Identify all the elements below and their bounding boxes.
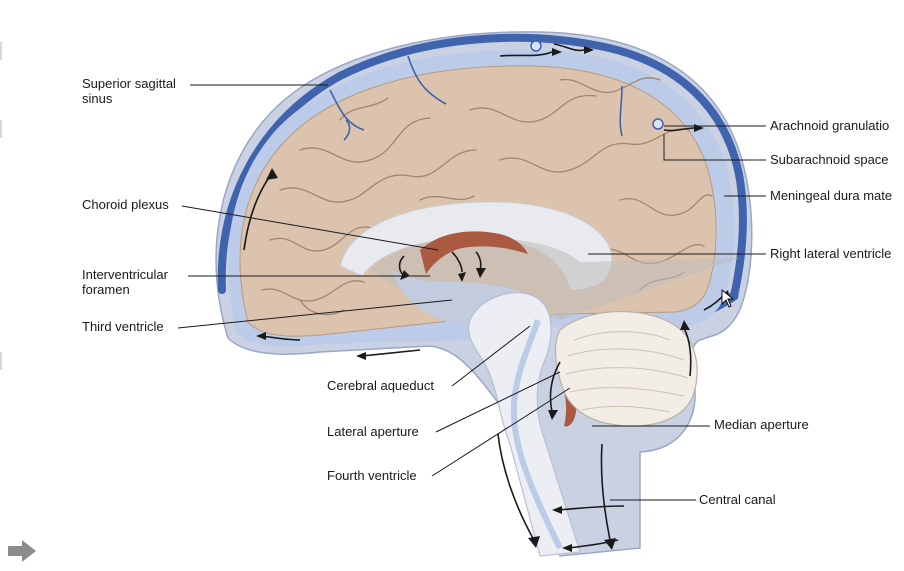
label-right-lateral-ventricle: Right lateral ventricle	[770, 246, 891, 261]
leader-choroid-plexus	[181, 205, 439, 251]
label-meningeal-dura-mater: Meningeal dura mate	[770, 188, 892, 203]
central-canal-channel	[510, 319, 563, 550]
mouse-pointer-icon	[721, 288, 735, 308]
label-superior-sagittal-sinus: Superior sagittal sinus	[82, 76, 180, 106]
label-interventricular-foramen: Interventricular foramen	[82, 267, 172, 297]
label-median-aperture: Median aperture	[714, 417, 809, 432]
arrow-right-icon	[8, 540, 36, 562]
label-superior-sagittal-sinus-line1: Superior sagittal	[82, 76, 176, 91]
choroid-plexus	[420, 231, 528, 274]
brainstem	[468, 292, 581, 557]
cerebellum	[554, 310, 698, 427]
diagram-labels: Superior sagittal sinus Choroid plexus I…	[82, 76, 892, 507]
label-choroid-plexus: Choroid plexus	[82, 197, 169, 212]
label-interventricular-foramen-line2: foramen	[82, 282, 130, 297]
next-slide-button[interactable]	[6, 538, 38, 564]
leader-subarachnoid-space	[663, 134, 766, 161]
label-arachnoid-granulation: Arachnoid granulatio	[770, 118, 889, 133]
label-cerebral-aqueduct: Cerebral aqueduct	[327, 378, 434, 393]
label-fourth-ventricle: Fourth ventricle	[327, 468, 417, 483]
left-edge-marker	[0, 120, 2, 138]
left-edge-marker	[0, 42, 2, 60]
leader-fourth-ventricle	[431, 387, 571, 477]
leader-lateral-aperture	[435, 371, 561, 433]
label-leader-lines	[177, 84, 766, 501]
label-interventricular-foramen-line1: Interventricular	[82, 267, 169, 282]
label-third-ventricle: Third ventricle	[82, 319, 164, 334]
csf-flow-arrows	[243, 43, 730, 552]
arachnoid-granulations	[530, 40, 664, 130]
leader-cerebral-aqueduct	[451, 325, 531, 387]
label-central-canal: Central canal	[699, 492, 776, 507]
label-superior-sagittal-sinus-line2: sinus	[82, 91, 113, 106]
cerebral-gyri	[261, 77, 713, 316]
leader-third-ventricle	[177, 299, 453, 329]
label-subarachnoid-space: Subarachnoid space	[770, 152, 889, 167]
superior-sagittal-sinus	[217, 33, 747, 300]
cortical-veins	[329, 55, 623, 141]
left-edge-marker	[0, 352, 2, 370]
label-lateral-aperture: Lateral aperture	[327, 424, 419, 439]
